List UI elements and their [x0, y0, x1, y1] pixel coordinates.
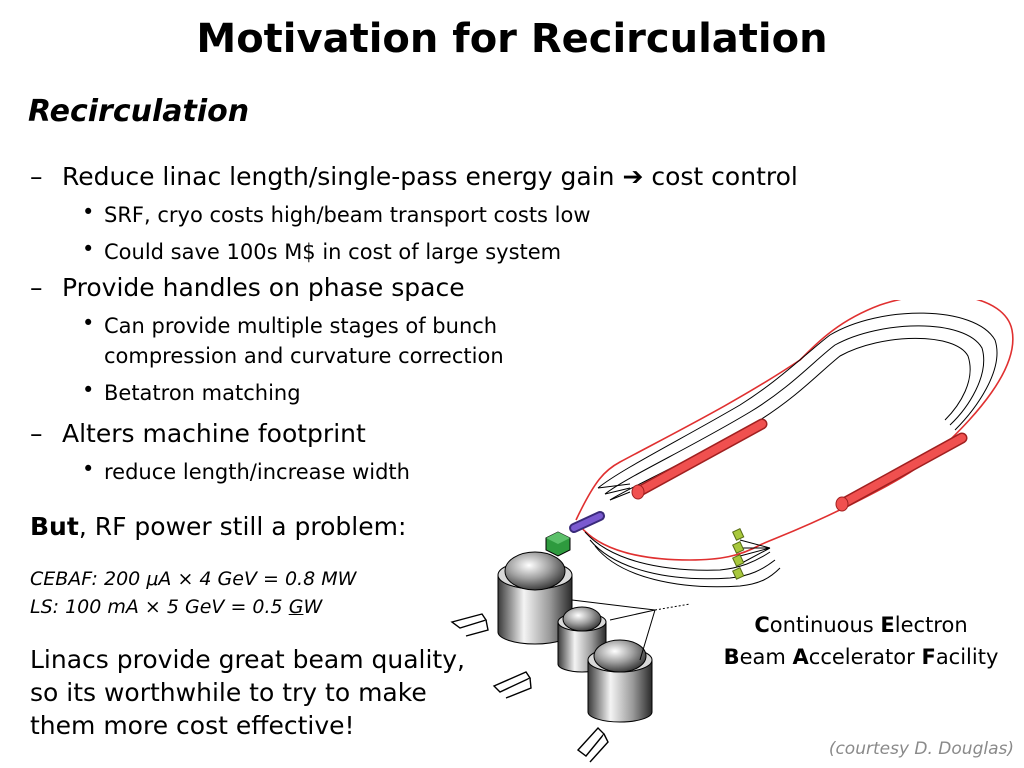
injector-box — [545, 531, 571, 557]
closing-statement: Linacs provide great beam quality, so it… — [30, 643, 465, 742]
bullet-text: Provide handles on phase space — [62, 273, 465, 302]
magnet-stack — [732, 528, 745, 580]
sub-bullet-text: SRF, cryo costs high/beam transport cost… — [104, 203, 591, 227]
linac-north — [631, 418, 768, 500]
sub-bullet-line-1: Can provide multiple stages of bunch — [104, 314, 498, 338]
ls-power-equation: LS: 100 mA × 5 GeV = 0.5 GW — [30, 596, 322, 618]
recirculation-arcs-inner — [584, 312, 998, 588]
detector-bracket-b — [492, 671, 532, 699]
detector-bracket-c — [576, 726, 609, 763]
cebaf-power-equation: CEBAF: 200 μA × 4 GeV = 0.8 MW — [30, 568, 356, 590]
acronym-initial: B — [723, 645, 740, 669]
caption-word: ontinuous — [769, 613, 881, 637]
linac-south — [835, 432, 968, 512]
bullet-text: Alters machine footprint — [62, 419, 366, 448]
rf-note-text: , RF power still a problem: — [78, 512, 407, 541]
sub-bullet-text-block: Can provide multiple stages of bunch com… — [104, 311, 504, 371]
sub-bullet-line-2: compression and curvature correction — [104, 344, 504, 368]
experimental-hall-a — [497, 551, 573, 645]
sub-bullet-text: Could save 100s M$ in cost of large syst… — [104, 240, 562, 264]
caption-word: acility — [935, 645, 999, 669]
acronym-initial: F — [921, 645, 936, 669]
dot-marker: • — [82, 378, 95, 402]
recirculation-arc-outer — [575, 300, 1014, 561]
injector — [569, 511, 605, 533]
underlined-g: G — [288, 596, 304, 618]
caption-word: eam — [739, 645, 793, 669]
eq-text: A × 4 GeV = 0.8 MW — [158, 568, 357, 590]
image-credit: (courtesy D. Douglas) — [828, 739, 1014, 759]
closing-line-1: Linacs provide great beam quality, — [30, 645, 465, 674]
experimental-hall-c — [587, 639, 653, 723]
dot-marker: • — [82, 311, 95, 335]
eq-text: CEBAF: 200 — [30, 568, 147, 590]
dash-marker: – — [30, 162, 43, 191]
section-subtitle: Recirculation — [28, 94, 250, 129]
detector-bracket-a — [450, 613, 489, 637]
closing-line-2: so its worthwhile to try to make — [30, 678, 427, 707]
cebaf-acronym-caption: Continuous Electron Beam Accelerator Fac… — [696, 609, 1024, 673]
rf-power-note: But, RF power still a problem: — [30, 512, 406, 541]
rf-note-emphasis: But — [30, 512, 79, 541]
dot-marker: • — [82, 200, 95, 224]
eq-text: W — [303, 596, 323, 618]
caption-word: lectron — [894, 613, 968, 637]
dot-marker: • — [82, 457, 95, 481]
acronym-initial: E — [880, 613, 895, 637]
caption-word: ccelerator — [808, 645, 922, 669]
closing-line-3: them more cost effective! — [30, 711, 355, 740]
dash-marker: – — [30, 419, 43, 448]
dot-marker: • — [82, 237, 95, 261]
cebaf-accelerator-diagram — [450, 300, 1014, 763]
bullet-text: Reduce linac length/single-pass energy g… — [62, 162, 798, 191]
sub-bullet-text: Betatron matching — [104, 381, 301, 405]
page-title: Motivation for Recirculation — [196, 16, 828, 62]
acronym-initial: C — [754, 613, 770, 637]
hall-beamlines — [571, 599, 691, 661]
acronym-initial: A — [792, 645, 809, 669]
sub-bullet-text: reduce length/increase width — [104, 460, 410, 484]
mu-symbol: μ — [146, 568, 159, 590]
eq-text: LS: 100 mA × 5 GeV = 0.5 — [30, 596, 289, 618]
dash-marker: – — [30, 273, 43, 302]
